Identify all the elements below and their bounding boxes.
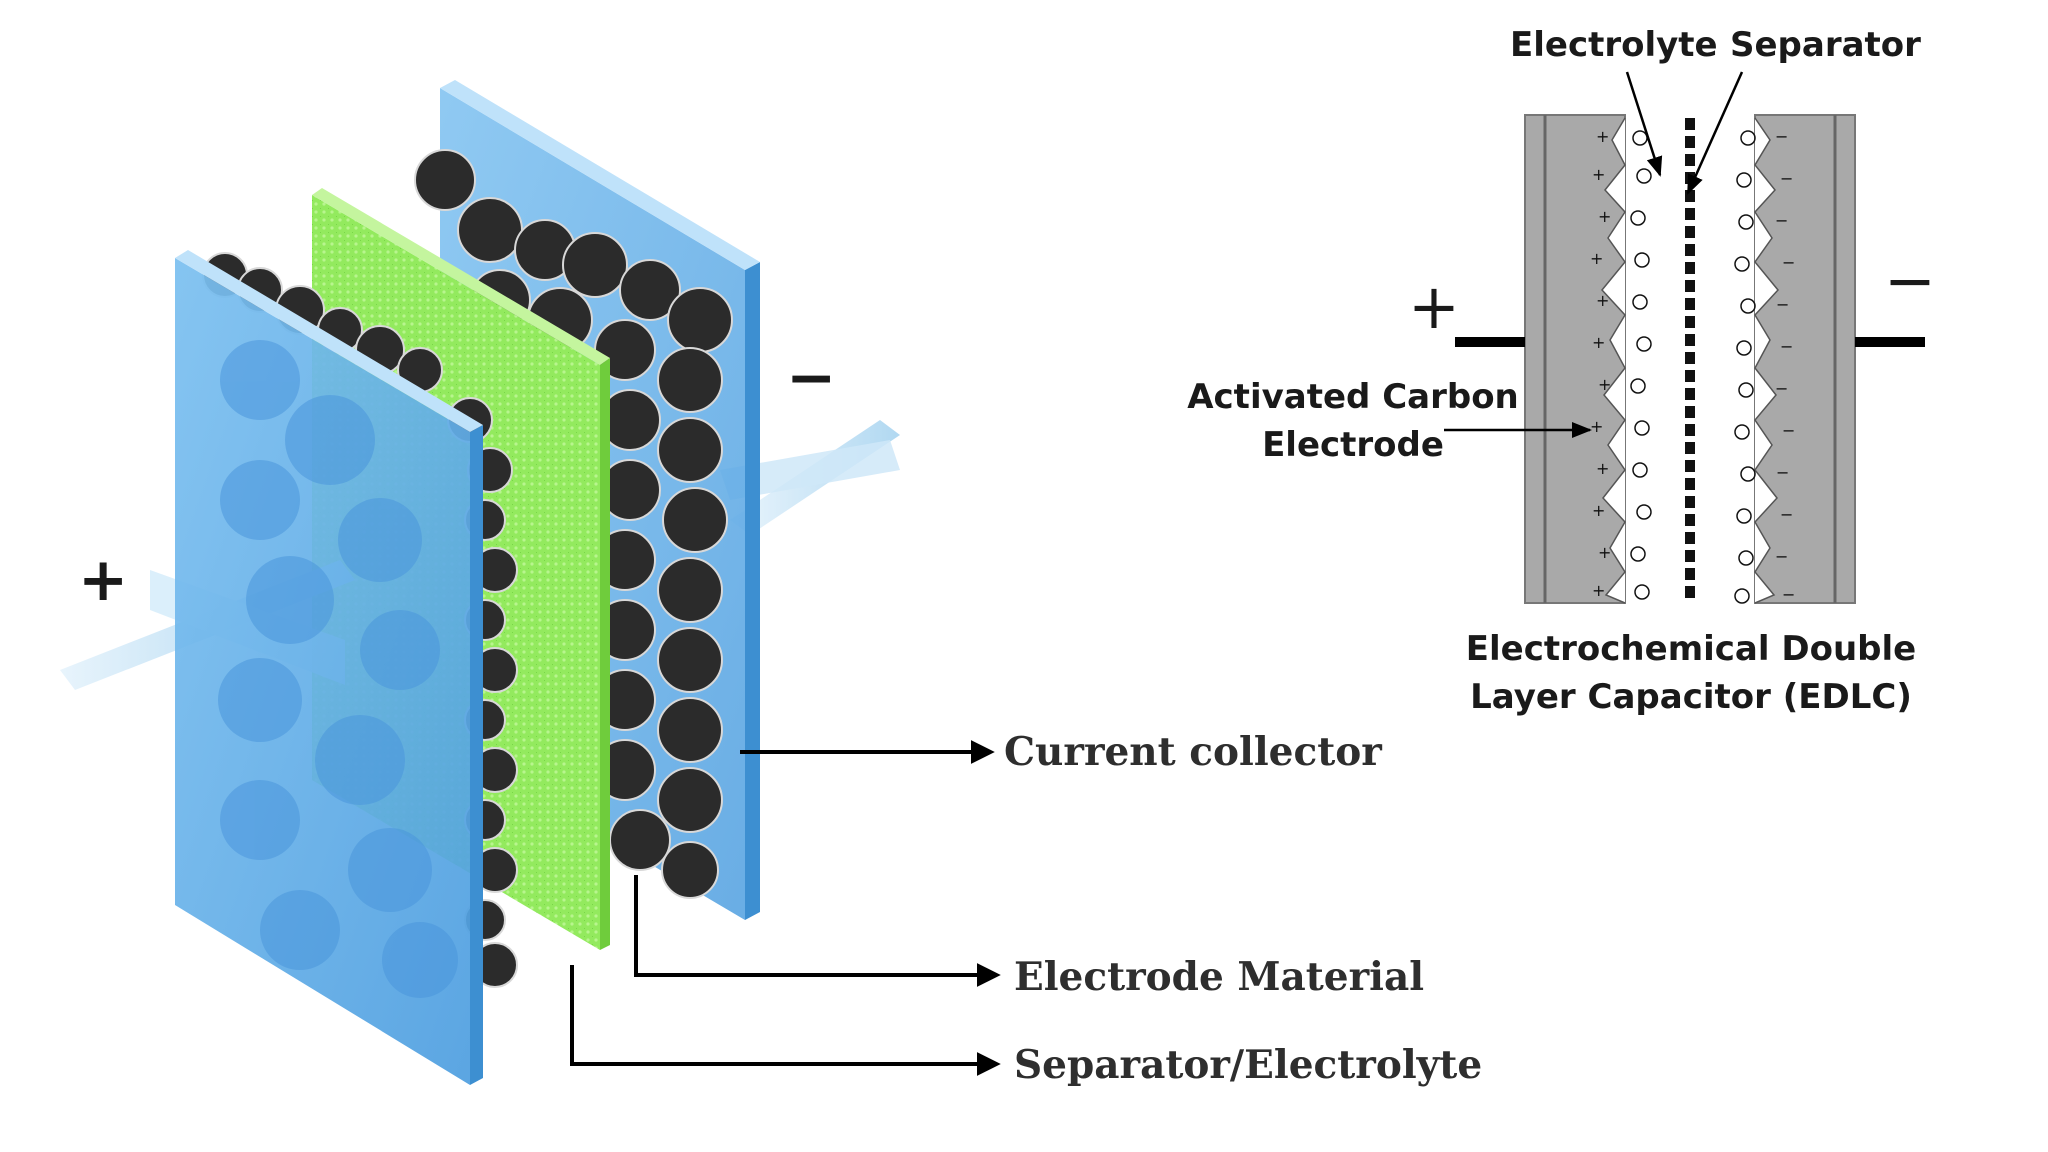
svg-text:+: + — [1596, 459, 1609, 478]
negative-terminal-tab — [720, 420, 900, 535]
label-current-collector: Current collector — [1004, 729, 1382, 775]
edlc-left-pore-edge — [1601, 117, 1626, 604]
label-activated-carbon-line2: Electrode — [1262, 425, 1444, 465]
left-supercapacitor-illustration: + − Current collector Electrode Material… — [60, 80, 1482, 1088]
svg-text:−: − — [1780, 505, 1793, 524]
svg-text:+: + — [1592, 165, 1605, 184]
edlc-left-electrode — [1524, 114, 1626, 604]
svg-text:−: − — [1776, 463, 1789, 482]
edlc-right-electrode — [1754, 114, 1856, 604]
edlc-right-pore-edge — [1754, 117, 1779, 604]
left-minus-sign: − — [786, 343, 836, 413]
svg-text:+: + — [1592, 581, 1605, 600]
svg-text:−: − — [1782, 253, 1795, 272]
svg-text:−: − — [1775, 547, 1788, 566]
electrolyte-pointer — [1625, 71, 1663, 177]
left-plus-sign: + — [78, 545, 128, 615]
edlc-plus-sign: + — [1408, 270, 1460, 343]
edlc-right-ions: − − − − − − − − − − − − — [1734, 127, 1795, 604]
svg-text:+: + — [1598, 207, 1611, 226]
svg-text:−: − — [1775, 379, 1788, 398]
svg-text:+: + — [1590, 249, 1603, 268]
svg-text:−: − — [1782, 421, 1795, 440]
svg-text:−: − — [1780, 169, 1793, 188]
svg-text:−: − — [1782, 585, 1795, 604]
label-separator-electrolyte: Separator/Electrolyte — [1014, 1042, 1482, 1088]
svg-text:+: + — [1598, 543, 1611, 562]
edlc-left-ions: + + + + + + + + + + + + — [1590, 127, 1652, 600]
label-electrode-material: Electrode Material — [1014, 954, 1424, 1000]
label-electrolyte: Electrolyte — [1510, 25, 1718, 65]
svg-text:−: − — [1776, 295, 1789, 314]
edlc-caption-line2: Layer Capacitor (EDLC) — [1470, 677, 1912, 717]
electrode-material-arrow — [634, 875, 1001, 987]
callout-arrows — [570, 740, 1001, 1076]
svg-text:−: − — [1775, 211, 1788, 230]
front-panel-texture — [218, 340, 458, 998]
svg-text:+: + — [1592, 501, 1605, 520]
current-collector-front — [175, 250, 483, 1085]
edlc-caption-line1: Electrochemical Double — [1466, 629, 1916, 669]
edlc-minus-sign: − — [1884, 244, 1936, 317]
separator-pointer — [1686, 71, 1744, 195]
separator-arrow — [570, 965, 1001, 1076]
svg-text:+: + — [1590, 417, 1603, 436]
svg-text:+: + — [1598, 375, 1611, 394]
svg-text:+: + — [1596, 127, 1609, 146]
svg-text:−: − — [1775, 127, 1788, 146]
svg-text:+: + — [1596, 291, 1609, 310]
edlc-schematic: + + + + + + + + + + + + − − − − − − − − … — [1187, 25, 1936, 717]
label-activated-carbon-line1: Activated Carbon — [1187, 377, 1519, 417]
svg-text:+: + — [1592, 333, 1605, 352]
label-separator: Separator — [1730, 25, 1921, 65]
svg-text:−: − — [1780, 337, 1793, 356]
